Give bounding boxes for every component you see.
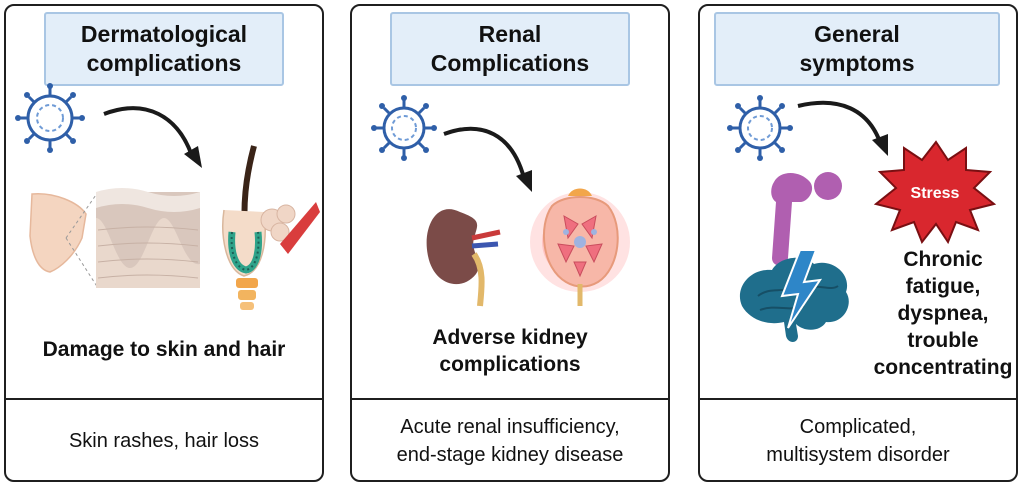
virus-icon: [15, 83, 85, 153]
effect-text: Damage to skin and hair: [42, 338, 286, 361]
stress-star-icon: Stress: [873, 140, 997, 245]
general-illustration: Stress: [727, 95, 997, 342]
kidney-icon: [426, 209, 501, 307]
damaged-kidney-icon: [530, 188, 630, 306]
panel-title-box: Dermatological complications: [44, 12, 284, 86]
tired-person-icon: [771, 172, 842, 266]
virus-icon: [727, 95, 793, 161]
effect-text: Adverse kidney complications: [432, 326, 588, 376]
lightning-icon: [780, 249, 823, 329]
hair-follicle-icon: [222, 145, 320, 310]
effect-text: Chronic fatigue, dyspnea, trouble concen…: [873, 248, 1013, 379]
panel-title-box: Renal Complications: [390, 12, 630, 86]
panel-divider: [6, 398, 322, 400]
arrow-icon: [797, 100, 882, 143]
dermatology-illustration: [15, 83, 320, 310]
outcome-text: Skin rashes, hair loss: [68, 430, 260, 452]
renal-illustration: [371, 95, 630, 307]
panel-divider: [352, 398, 668, 400]
panel-general: General symptoms Stress: [698, 4, 1018, 482]
skin-section-icon: [96, 188, 200, 288]
panel-title: General symptoms: [799, 21, 915, 76]
virus-icon: [371, 95, 437, 161]
arm-icon: [29, 193, 87, 273]
brain-icon: [739, 249, 849, 342]
outcome-box: Skin rashes, hair loss: [6, 400, 322, 480]
outcome-box: Complicated, multisystem disorder: [700, 400, 1016, 480]
arrow-icon: [103, 106, 194, 157]
panel-title-box: General symptoms: [714, 12, 1000, 86]
panel-renal: Renal Complications: [350, 4, 670, 482]
panel-title: Dermatological complications: [80, 21, 248, 76]
panel-divider: [700, 398, 1016, 400]
panel-title: Renal Complications: [430, 21, 590, 76]
outcome-text: Acute renal insufficiency, end-stage kid…: [396, 416, 624, 466]
outcome-text: Complicated, multisystem disorder: [766, 416, 950, 466]
outcome-box: Acute renal insufficiency, end-stage kid…: [352, 400, 668, 480]
arrow-icon: [443, 126, 526, 179]
panel-dermatological: Dermatological complications: [4, 4, 324, 482]
stress-label: Stress: [911, 185, 960, 202]
